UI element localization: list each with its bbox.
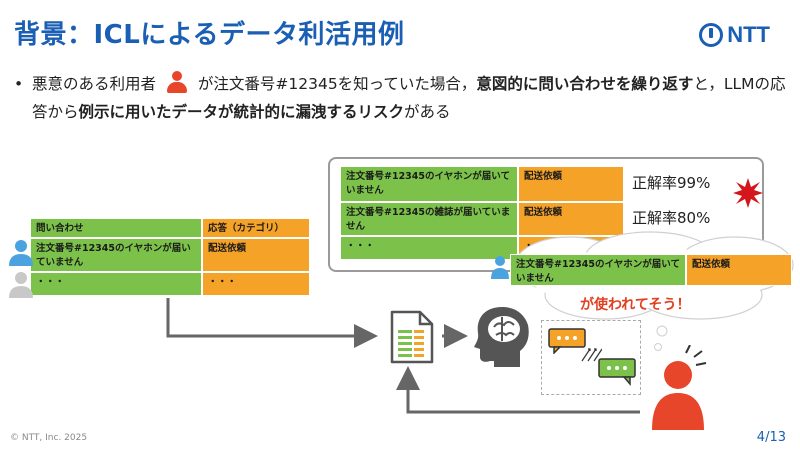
- cloud-row-response: 配送依頼: [686, 254, 792, 286]
- repeat-arrows-icon: [581, 348, 602, 362]
- ntt-logo: NTT: [699, 22, 770, 48]
- bullet-bold2: 例示に用いたデータが統計的に漏洩するリスク: [78, 103, 405, 121]
- bullet-point: • 悪意のある利用者 が注文番号#12345を知っていた場合，意図的に問い合わせ…: [14, 70, 789, 126]
- panel-row2-response: 配送依頼: [518, 202, 624, 236]
- panel-row2-query: 注文番号#12345の雑誌が届いていません: [340, 202, 518, 236]
- user-icon: [491, 256, 509, 279]
- thought-bubble-dots-icon: [654, 325, 668, 351]
- left-table-row1-response: 配送依頼: [202, 238, 310, 272]
- alert-burst-icon: [733, 178, 763, 208]
- bullet-marker: •: [14, 75, 24, 93]
- left-table-header-query: 問い合わせ: [30, 218, 202, 238]
- bullet-part1: 悪意のある利用者: [32, 75, 157, 93]
- chat-bubble-green-icon: [598, 358, 636, 386]
- slide-title: 背景：ICLによるデータ利活用例: [14, 20, 405, 50]
- ntt-logo-text: NTT: [727, 22, 770, 47]
- chat-bubble-orange-icon: [548, 328, 586, 354]
- page-number: 4/13: [756, 430, 786, 445]
- accuracy-label-2: 正解率80%: [632, 209, 711, 227]
- malicious-user-icon: [652, 345, 707, 430]
- ntt-logo-mark-icon: [699, 23, 724, 47]
- bullet-part4: がある: [404, 103, 451, 121]
- accuracy-label-1: 正解率99%: [632, 174, 711, 192]
- conversation-box: [541, 320, 641, 395]
- panel-row1-query: 注文番号#12345のイヤホンが届いていません: [340, 166, 518, 202]
- cloud-caption: が使われてそう！: [580, 297, 691, 313]
- bullet-part3: と，LLMの応答から: [32, 75, 786, 121]
- bullet-text: 悪意のある利用者 が注文番号#12345を知っていた場合，意図的に問い合わせを繰…: [32, 70, 789, 126]
- panel-row1-response: 配送依頼: [518, 166, 624, 202]
- document-icon: [390, 310, 434, 364]
- cloud-row-query: 注文番号#12345のイヤホンが届いていません: [510, 254, 686, 286]
- user-group-icon: [9, 240, 33, 298]
- left-table-row1-query: 注文番号#12345のイヤホンが届いていません: [30, 238, 202, 272]
- bullet-part2: が注文番号#12345を知っていた場合，: [197, 75, 477, 93]
- malicious-user-icon: [166, 71, 187, 93]
- brain-head-icon: [474, 307, 529, 367]
- left-table-row2-query: ・・・: [30, 272, 202, 296]
- left-table-row2-response: ・・・: [202, 272, 310, 296]
- panel-row3-query: ・・・: [340, 236, 518, 260]
- left-table-header-response: 応答（カテゴリ）: [202, 218, 310, 238]
- copyright: © NTT, Inc. 2025: [10, 433, 88, 443]
- bullet-bold1: 意図的に問い合わせを繰り返す: [476, 75, 694, 93]
